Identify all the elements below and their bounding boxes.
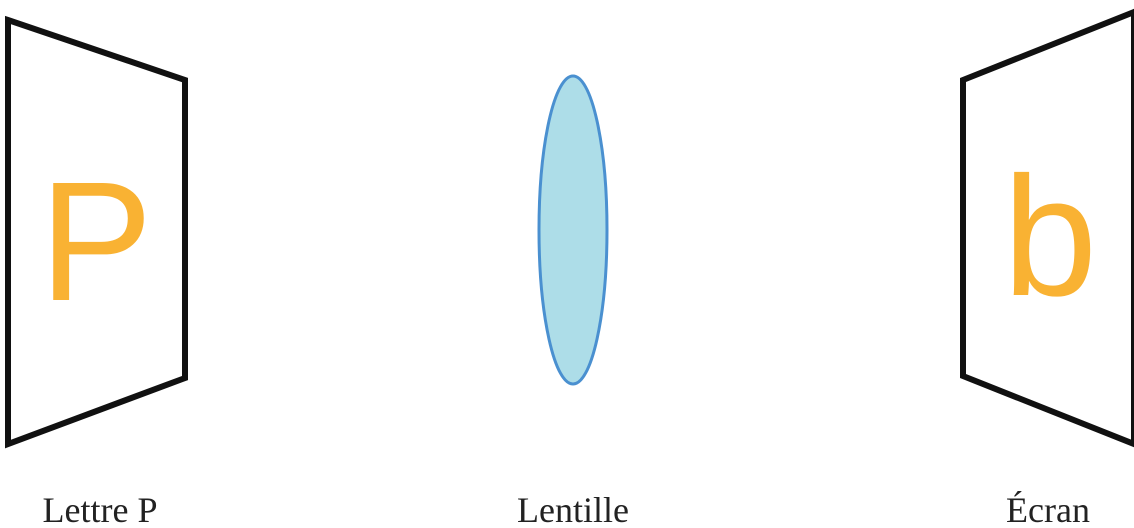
object-panel: P [8, 20, 185, 444]
screen-label: Écran [1006, 490, 1090, 528]
screen-image-letter: b [1003, 142, 1098, 332]
lens-shape [539, 76, 607, 384]
object-letter: P [39, 147, 152, 337]
object-label: Lettre P [43, 490, 158, 528]
screen-panel: b [963, 12, 1134, 444]
lens-label: Lentille [517, 490, 629, 528]
